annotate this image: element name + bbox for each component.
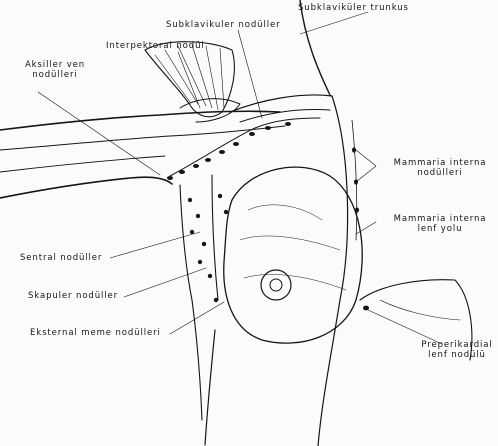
lymph-node (355, 207, 359, 212)
label-line: nodülleri (10, 70, 100, 80)
leader-eksternal (170, 302, 224, 334)
lymph-node (363, 306, 369, 311)
arm-inner-line-2 (0, 156, 165, 172)
label-mammaria-interna-lenf-yolu: Mammaria interna lenf yolu (384, 214, 496, 234)
lymph-node (233, 142, 239, 146)
lateral-column-right (212, 175, 218, 300)
lymph-node (208, 274, 212, 278)
leader-subklavikuler-trunkus (300, 12, 368, 34)
trunk-right-outline (318, 96, 348, 446)
pectoral-minor-fan (145, 42, 234, 117)
lateral-column-left (180, 185, 202, 420)
label-skapuler-noduller: Skapuler nodüller (28, 291, 118, 301)
leader-mammaria-nodules (356, 150, 376, 182)
lymph-node (202, 242, 206, 246)
label-aksiller-ven-noduller: Aksiller ven nodülleri (10, 60, 100, 80)
lymph-node (198, 260, 202, 264)
lymph-node (193, 164, 199, 168)
lymph-node (196, 214, 200, 218)
lymph-node (224, 210, 228, 214)
label-preperikardial-lenf-nodulu: Preperikardial lenf nodülü (416, 340, 498, 360)
label-line: Mammaria interna (384, 158, 496, 168)
label-eksternal-meme-noduller: Eksternal meme nodülleri (30, 328, 161, 338)
chest-left-outline (205, 330, 215, 445)
label-line: Aksiller ven (10, 60, 100, 70)
lymph-node (179, 170, 185, 174)
label-line: lenf nodülü (416, 350, 498, 360)
label-subklavikuler-trunkus: Subklaviküler trunkus (298, 3, 409, 13)
lymph-node (190, 230, 194, 234)
label-line: nodülleri (384, 168, 496, 178)
label-line: Mammaria interna (384, 214, 496, 224)
arm-inner-line (0, 126, 285, 150)
lymph-node (218, 194, 222, 198)
label-subklavikuler-noduller: Subklavikuler nodüller (166, 20, 281, 30)
lymph-node (214, 298, 218, 302)
lymph-node (219, 150, 225, 154)
arm-lower-outline (0, 177, 172, 198)
lymph-nodes (167, 122, 369, 310)
breast-outline (224, 167, 362, 343)
lymph-node (205, 158, 211, 162)
label-line: lenf yolu (384, 224, 496, 234)
arm-upper-outline (0, 111, 280, 130)
label-interpektoral-nodul: Interpektoral nodül (106, 41, 205, 51)
label-sentral-noduller: Sentral nodüller (20, 253, 102, 263)
lymph-node (249, 132, 255, 136)
label-mammaria-interna-noduller: Mammaria interna nodülleri (384, 158, 496, 178)
lymph-node (285, 122, 291, 126)
leader-sentral (110, 232, 200, 258)
lymph-node (265, 126, 271, 130)
label-line: Preperikardial (416, 340, 498, 350)
leader-skapuler (124, 268, 206, 297)
lymph-node (354, 179, 358, 184)
neck-outline (300, 0, 330, 95)
nipple (270, 279, 282, 291)
lymph-node (167, 176, 173, 180)
leader-preperikardial (368, 310, 442, 344)
lymph-node (352, 147, 356, 152)
leader-aksiller-ven (38, 92, 160, 175)
lymph-node (188, 198, 192, 202)
